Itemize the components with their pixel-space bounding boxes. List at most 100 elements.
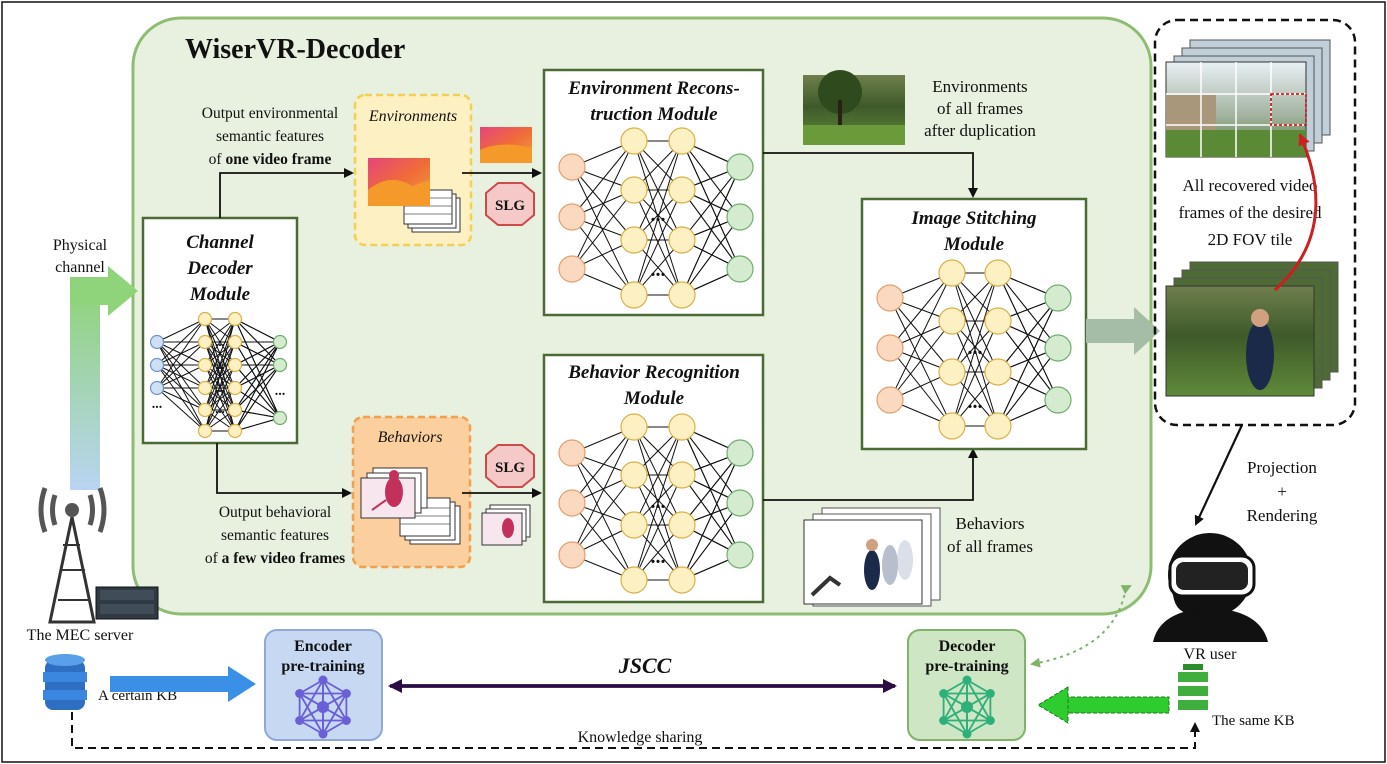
hexEnc-node [295, 689, 305, 698]
cd-nn-ellipsis: ... [215, 380, 225, 395]
image-stitching-network: ...... [876, 259, 1072, 440]
jscc-label: JSCC [618, 653, 672, 678]
hexDec-node [962, 675, 972, 685]
recovered-frames-bottom [1165, 261, 1339, 397]
fov-tile-highlight [1270, 93, 1307, 126]
env-output-text-1: Output environmental [202, 105, 338, 122]
vr-user-label: VR user [1184, 646, 1238, 663]
beh-nn-node [726, 439, 754, 467]
stitch-nn-ellipsis: ... [968, 391, 983, 413]
beh-all-text-2: of all frames [947, 537, 1033, 556]
hexEnc-node [295, 716, 305, 725]
channel-decoder-title-3: Module [189, 284, 251, 305]
env-all-frames-photo [803, 70, 905, 145]
slg-badge-env: SLG [485, 182, 535, 226]
knowledge-sharing-label: Knowledge sharing [578, 729, 703, 746]
kb-to-decoder-arrow [1037, 686, 1170, 724]
stitch-output-arrow [1086, 307, 1160, 355]
same-kb-icon [1178, 664, 1208, 710]
beh-output-text-1: Output behavioral [219, 504, 331, 521]
hexEnc-node [341, 689, 351, 698]
hexDec-node [985, 689, 995, 698]
stitch-module-title-2: Module [943, 234, 1005, 255]
hexDec-node [939, 716, 949, 725]
hexEnc-node [318, 675, 328, 685]
beh-nn-node [558, 541, 586, 569]
env-nn-node [558, 203, 586, 231]
vr-user-icon [1153, 533, 1268, 642]
beh-nn-node [726, 541, 754, 569]
cd-nn-node [272, 334, 288, 350]
stitch-nn-node [984, 307, 1012, 335]
stitch-nn-node [1044, 334, 1072, 362]
beh-to-stitch-arrow [763, 448, 978, 501]
cd-nn-node [149, 380, 165, 396]
beh-nn-node [668, 413, 696, 441]
cd-nn-node [197, 357, 213, 373]
cd-nn-node [272, 357, 288, 373]
env-all-text-2: of all frames [937, 99, 1023, 118]
env-nn-node [726, 153, 754, 181]
beh-nn-ellipsis: ... [651, 546, 666, 568]
fov-red-arrow [1273, 133, 1318, 292]
channel-decoder-network: .................. [149, 311, 288, 439]
beh-nn-node [620, 566, 648, 594]
stitch-nn-node [1044, 284, 1072, 312]
beh-nn-ellipsis: ... [651, 491, 666, 513]
env-nn-node [726, 255, 754, 283]
env-output-text-3: of one video frame [209, 151, 332, 168]
stitch-nn-node [876, 386, 904, 414]
svg-text:SLG: SLG [495, 460, 525, 476]
beh-nn-node [726, 489, 754, 517]
hexDec-node [939, 689, 949, 698]
cd-nn-node [227, 423, 243, 439]
behavior-thumbs [481, 504, 531, 546]
behaviors-stack [360, 467, 461, 545]
env-all-text-1: Environments [932, 77, 1027, 96]
encoder-pre-text-1: Encoder [294, 638, 352, 655]
beh-nn-node [620, 413, 648, 441]
same-kb-label: The same KB [1212, 713, 1294, 729]
stitch-nn-node [876, 284, 904, 312]
cd-nn-node [197, 311, 213, 327]
cd-nn-node [227, 334, 243, 350]
stitch-nn-node [984, 358, 1012, 386]
env-nn-node [620, 281, 648, 309]
stitch-nn-node [984, 412, 1012, 440]
env-nn-node [620, 176, 648, 204]
env-nn-node [558, 153, 586, 181]
mec-tower-icon [38, 487, 107, 624]
physical-channel-label-2: channel [55, 259, 105, 276]
hexEnc-node [318, 729, 328, 739]
cd-nn-node [227, 402, 243, 418]
mec-server-label: The MEC server [27, 627, 134, 644]
hexEnc-center-node [317, 701, 329, 713]
decoder-network-icon [939, 675, 995, 739]
beh-output-arrow [216, 443, 352, 498]
env-output-text-2: semantic features [216, 128, 324, 145]
stitch-nn-ellipsis: ... [968, 337, 983, 359]
cd-nn-edges [156, 318, 281, 432]
knowledge-sharing-line [71, 712, 1200, 749]
cd-nn-node [197, 334, 213, 350]
stitch-module-title-1: Image Stitching [910, 208, 1036, 229]
env-nn-node [668, 281, 696, 309]
stitch-nn-nodes [876, 259, 1072, 440]
env-nn-node [726, 203, 754, 231]
hexDec-node [985, 716, 995, 725]
slg-badge-beh: SLG [485, 444, 535, 488]
env-reconstruction-network: ...... [558, 127, 754, 309]
stitch-nn-node [938, 412, 966, 440]
beh-nn-node [668, 566, 696, 594]
cd-nn-node [227, 380, 243, 396]
beh-nn-node [668, 511, 696, 539]
beh-all-frames-photo [803, 507, 941, 607]
stitch-nn-node [938, 307, 966, 335]
recovered-text-3: 2D FOV tile [1208, 230, 1293, 249]
stitch-nn-node [1044, 386, 1072, 414]
env-nn-node [620, 226, 648, 254]
cd-nn-node [149, 334, 165, 350]
env-nn-node [668, 176, 696, 204]
kb-to-encoder-arrow [110, 666, 256, 702]
